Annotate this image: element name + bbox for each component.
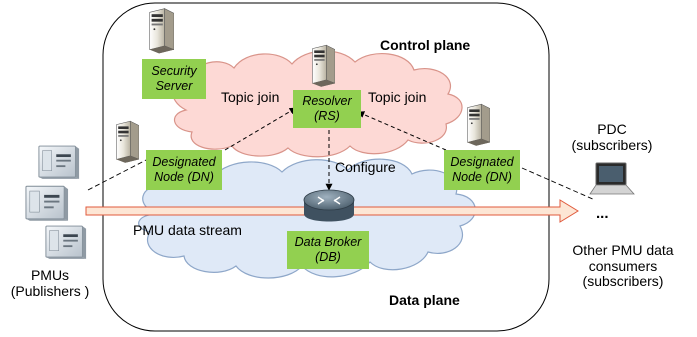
- configure-label: Configure: [335, 159, 396, 175]
- consumers-line-3: (subscribers): [582, 273, 664, 290]
- data-broker-line-2: (DB): [315, 250, 341, 264]
- system-boundary: [102, 2, 550, 332]
- pdc-to-dn-link: [521, 167, 596, 201]
- designated-node-left-server-icon: [116, 120, 139, 164]
- consumers-line-1: Other PMU data: [572, 242, 674, 258]
- laptop-icon: [589, 162, 635, 195]
- pmu-device-icon-2: [25, 185, 69, 222]
- security-server-node: Security Server: [142, 59, 206, 99]
- resolver-line-2: (RS): [314, 109, 340, 123]
- control-plane-label: Control plane: [380, 37, 471, 53]
- designated-left-line-1: Designated: [152, 154, 216, 169]
- designated-node-right-server-icon: [467, 103, 490, 147]
- more-consumers-ellipsis: ...: [596, 205, 609, 222]
- topic-join-left-label: Topic join: [221, 89, 280, 105]
- pmus-line-1: PMUs: [30, 267, 70, 283]
- pmus-label: PMUs (Publishers ): [8, 267, 92, 299]
- consumers-label: Other PMU data consumers (subscribers): [562, 242, 684, 290]
- security-server-icon: [149, 8, 174, 54]
- pdc-line-2: (subscribers): [571, 136, 653, 153]
- pmu-device-icon-3: [45, 225, 87, 260]
- pdc-label: PDC (subscribers): [562, 121, 662, 153]
- pmus-line-2: (Publishers ): [10, 282, 90, 299]
- designated-right-line-1: Designated: [450, 154, 514, 169]
- designated-right-line-2: Node (DN): [452, 170, 512, 184]
- resolver-server-icon: [312, 44, 335, 88]
- pmu-to-dn-link: [87, 157, 151, 191]
- consumers-line-2: consumers: [588, 257, 658, 274]
- data-broker-node: Data Broker (DB): [287, 231, 369, 269]
- designated-left-line-2: Node (DN): [154, 170, 214, 184]
- resolver-line-1: Resolver: [302, 93, 352, 108]
- router-icon: [303, 189, 355, 222]
- data-broker-line-1: Data Broker: [294, 234, 362, 249]
- topic-join-right-label: Topic join: [368, 89, 427, 105]
- data-plane-label: Data plane: [389, 292, 460, 308]
- pdc-line-1: PDC: [597, 121, 627, 137]
- designated-node-right: Designated Node (DN): [444, 150, 520, 190]
- security-server-line-2: Server: [155, 79, 193, 93]
- data-plane-cloud: [138, 158, 476, 279]
- designated-node-left: Designated Node (DN): [146, 150, 222, 190]
- stream-label: PMU data stream: [133, 222, 242, 238]
- pmu-device-icon-1: [38, 145, 80, 180]
- security-server-line-1: Security: [151, 63, 197, 78]
- topic-join-right-arrow: [357, 111, 447, 151]
- resolver-node: Resolver (RS): [293, 90, 361, 128]
